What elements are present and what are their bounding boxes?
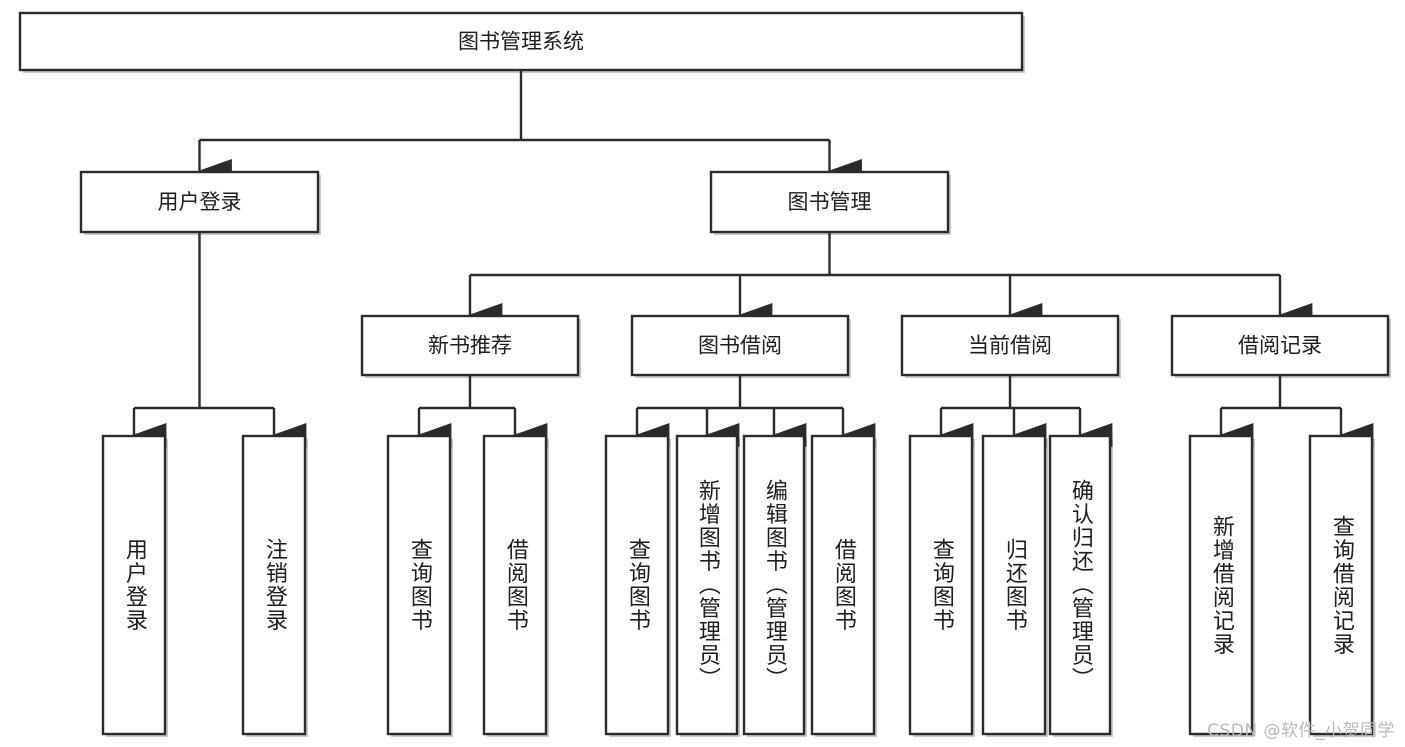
csdn-watermark: CSDN @软件_小贺同学	[1207, 721, 1395, 741]
node-box-book-manage[interactable]	[709, 170, 950, 234]
node-box-leaf-query-book-rec[interactable]	[386, 434, 452, 736]
node-box-leaf-borrow-book[interactable]	[810, 434, 876, 736]
node-box-leaf-return-book[interactable]	[981, 434, 1047, 736]
node-box-leaf-borrow-book-rec[interactable]	[482, 434, 548, 736]
node-box-user-login[interactable]	[79, 170, 320, 234]
node-box-leaf-query-book-current[interactable]	[908, 434, 974, 736]
node-box-root[interactable]	[18, 11, 1024, 72]
node-label-borrow-record: 借阅记录	[1238, 334, 1322, 358]
node-box-leaf-add-borrow-record[interactable]	[1188, 434, 1254, 736]
node-box-leaf-query-book-borrow[interactable]	[604, 434, 670, 736]
node-box-borrow-record[interactable]	[1170, 314, 1390, 377]
node-box-leaf-add-book[interactable]	[675, 434, 739, 736]
node-box-current-borrow[interactable]	[900, 314, 1120, 377]
node-boxes	[18, 11, 1390, 736]
node-label-book-manage: 图书管理	[788, 190, 872, 214]
node-box-leaf-user-login[interactable]	[101, 434, 167, 736]
node-label-current-borrow: 当前借阅	[968, 334, 1052, 358]
node-label-user-login: 用户登录	[158, 190, 242, 214]
node-box-leaf-query-borrow-record[interactable]	[1308, 434, 1374, 736]
node-box-leaf-logout[interactable]	[241, 434, 307, 736]
node-box-book-borrow[interactable]	[630, 314, 850, 377]
connector-lines	[132, 70, 1374, 447]
node-box-leaf-confirm-return[interactable]	[1048, 434, 1112, 736]
node-box-leaf-edit-book[interactable]	[742, 434, 806, 736]
node-box-new-book-recommend[interactable]	[360, 314, 580, 377]
node-label-new-book-recommend: 新书推荐	[428, 334, 512, 358]
node-label-root: 图书管理系统	[458, 30, 584, 54]
node-label-book-borrow: 图书借阅	[698, 334, 782, 358]
